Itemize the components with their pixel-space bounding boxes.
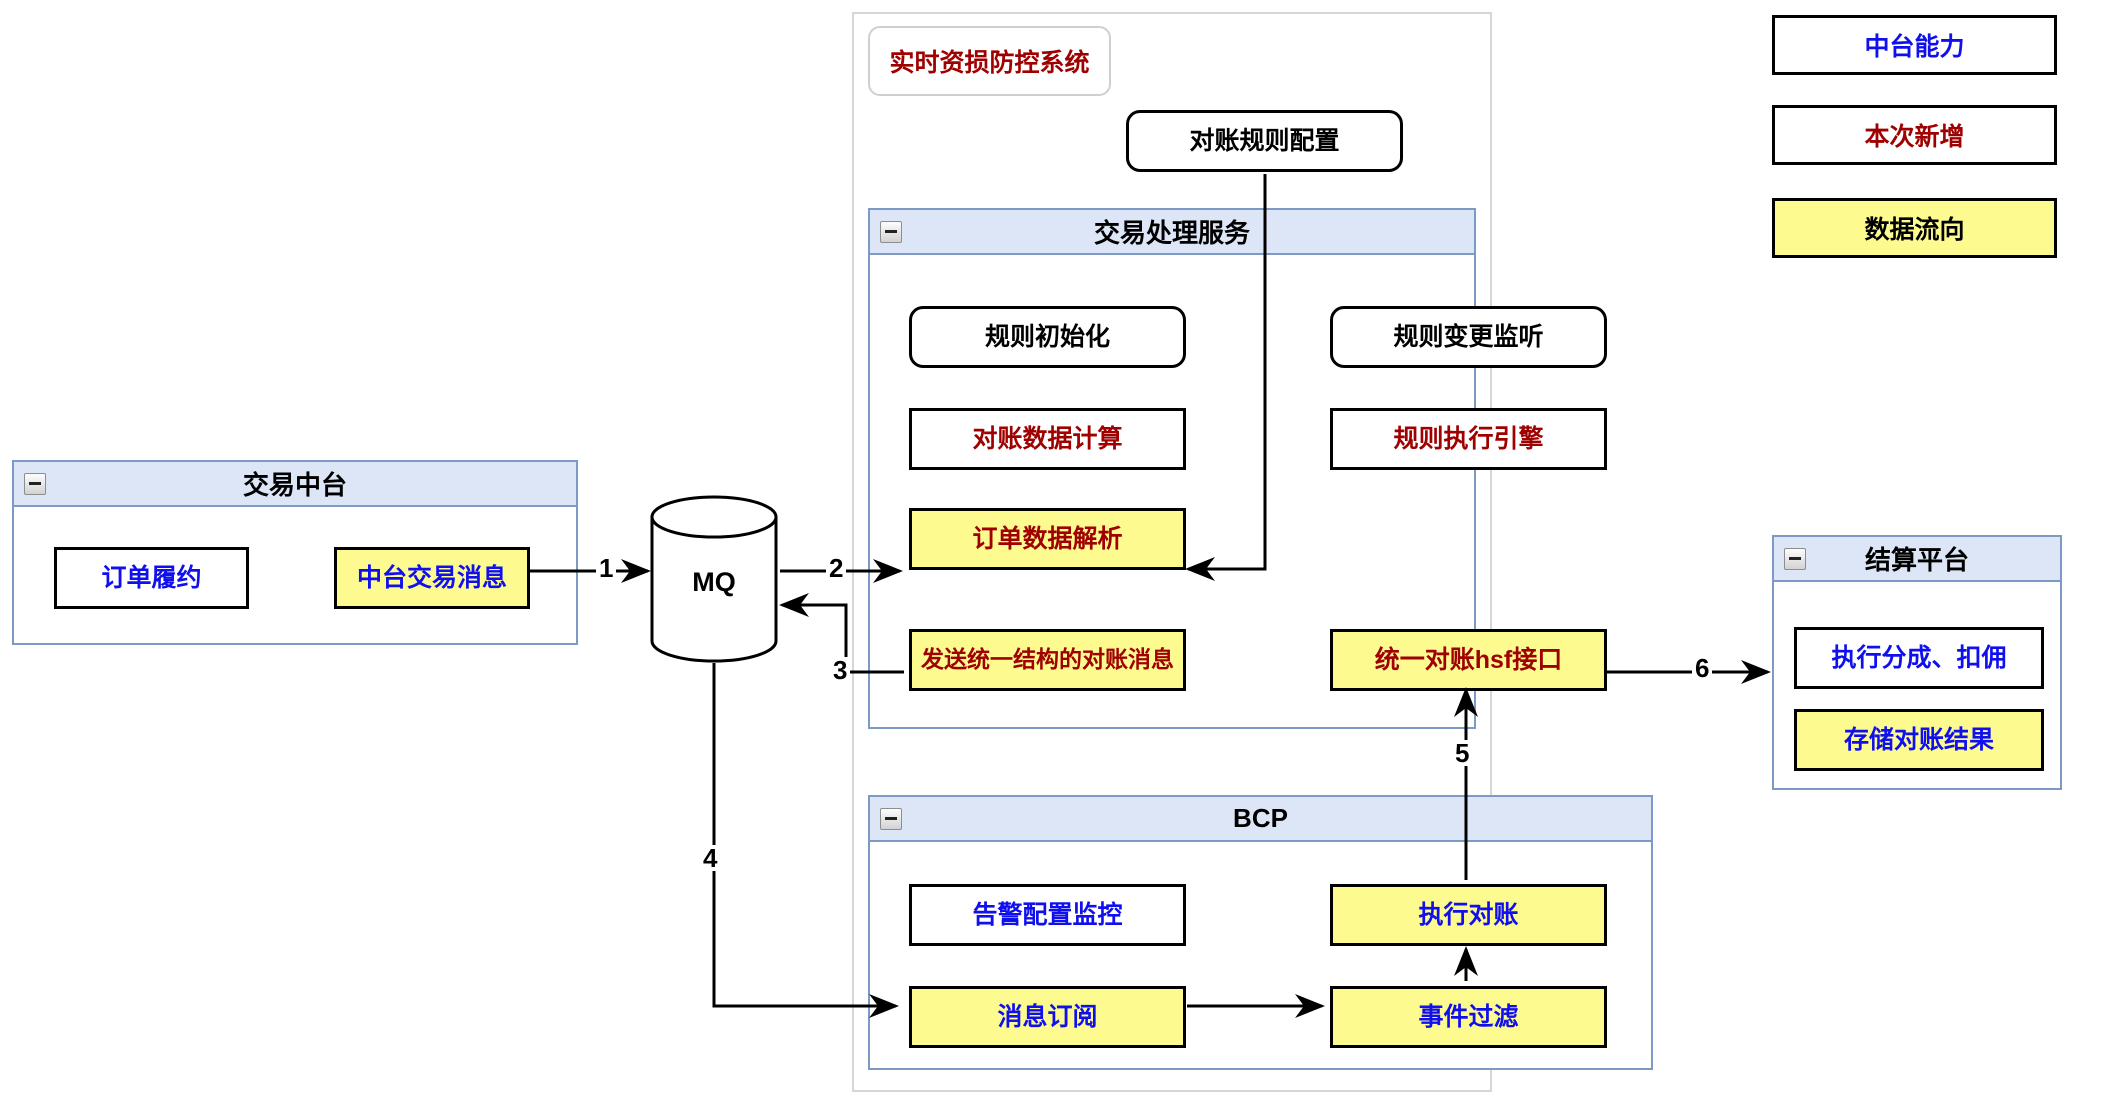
group-settlement-body: 执行分成、扣佣 存储对账结果 xyxy=(1774,582,2060,788)
legend-label-new: 本次新增 xyxy=(1864,123,1965,151)
group-trade-center-header: 交易中台 xyxy=(14,462,576,507)
node-order-data-parse-label: 订单数据解析 xyxy=(972,525,1123,553)
node-reconcile-rule-config[interactable]: 对账规则配置 xyxy=(1126,110,1403,172)
edge-label-4: 4 xyxy=(700,845,721,871)
collapse-icon[interactable] xyxy=(880,220,902,243)
mq-label: MQ xyxy=(692,567,736,597)
legend-item-new: 本次新增 xyxy=(1772,105,2057,165)
node-rule-init[interactable]: 规则初始化 xyxy=(909,306,1186,368)
legend-label-capability: 中台能力 xyxy=(1864,33,1965,61)
group-trade-service-header: 交易处理服务 xyxy=(870,210,1474,255)
node-store-reconcile-result[interactable]: 存储对账结果 xyxy=(1794,709,2044,771)
node-execute-share-commission[interactable]: 执行分成、扣佣 xyxy=(1794,627,2044,689)
node-execute-reconcile-label: 执行对账 xyxy=(1418,901,1519,929)
node-rule-engine[interactable]: 规则执行引擎 xyxy=(1330,408,1607,470)
group-settlement-header: 结算平台 xyxy=(1774,537,2060,582)
node-execute-share-commission-label: 执行分成、扣佣 xyxy=(1831,644,2007,672)
group-bcp-header: BCP xyxy=(870,797,1651,842)
node-order-fulfillment[interactable]: 订单履约 xyxy=(54,547,249,609)
node-unified-hsf-api-label: 统一对账hsf接口 xyxy=(1374,646,1563,674)
node-order-fulfillment-label: 订单履约 xyxy=(101,564,202,592)
node-reconcile-data-calc[interactable]: 对账数据计算 xyxy=(909,408,1186,470)
legend-label-dataflow: 数据流向 xyxy=(1864,216,1965,244)
group-trade-center: 交易中台 订单履约 中台交易消息 xyxy=(12,460,578,645)
group-bcp-body: 告警配置监控 执行对账 消息订阅 事件过滤 xyxy=(870,842,1651,1068)
node-rule-init-label: 规则初始化 xyxy=(984,323,1110,351)
node-execute-reconcile[interactable]: 执行对账 xyxy=(1330,884,1607,946)
collapse-icon[interactable] xyxy=(1784,547,1806,570)
collapse-icon[interactable] xyxy=(24,472,46,495)
group-bcp: BCP 告警配置监控 执行对账 消息订阅 事件过滤 xyxy=(868,795,1653,1070)
node-reconcile-data-calc-label: 对账数据计算 xyxy=(972,425,1123,453)
edge-label-6: 6 xyxy=(1692,655,1713,681)
group-trade-center-body: 订单履约 中台交易消息 xyxy=(14,507,576,643)
node-send-unified-message-label: 发送统一结构的对账消息 xyxy=(921,646,1174,673)
node-store-reconcile-result-label: 存储对账结果 xyxy=(1843,726,1994,754)
node-event-filter[interactable]: 事件过滤 xyxy=(1330,986,1607,1048)
edge-label-3: 3 xyxy=(830,657,851,683)
group-trade-service-title: 交易处理服务 xyxy=(1093,218,1250,248)
edge-label-1: 1 xyxy=(596,555,617,581)
group-bcp-title: BCP xyxy=(1233,803,1288,833)
edge-label-5: 5 xyxy=(1452,740,1473,766)
node-unified-hsf-api[interactable]: 统一对账hsf接口 xyxy=(1330,629,1607,691)
group-trade-service: 交易处理服务 规则初始化 规则变更监听 对账数据计算 规则执行引擎 订单数据解析… xyxy=(868,208,1607,729)
node-rule-change-listener[interactable]: 规则变更监听 xyxy=(1330,306,1607,368)
group-trade-service-body: 规则初始化 规则变更监听 对账数据计算 规则执行引擎 订单数据解析 发送统一结构… xyxy=(870,255,1607,727)
mq-cylinder-shape xyxy=(650,495,778,663)
system-frame-title-box: 实时资损防控系统 xyxy=(868,26,1111,96)
node-send-unified-message[interactable]: 发送统一结构的对账消息 xyxy=(909,629,1186,691)
node-center-trade-message[interactable]: 中台交易消息 xyxy=(334,547,530,609)
node-message-subscribe-label: 消息订阅 xyxy=(997,1003,1098,1031)
node-alert-config-monitor[interactable]: 告警配置监控 xyxy=(909,884,1186,946)
legend-item-dataflow: 数据流向 xyxy=(1772,198,2057,258)
system-frame-title: 实时资损防控系统 xyxy=(889,49,1090,77)
node-alert-config-monitor-label: 告警配置监控 xyxy=(972,901,1123,929)
node-event-filter-label: 事件过滤 xyxy=(1418,1003,1519,1031)
edge-label-2: 2 xyxy=(826,555,847,581)
node-reconcile-rule-config-label: 对账规则配置 xyxy=(1189,127,1340,155)
legend-item-capability: 中台能力 xyxy=(1772,15,2057,75)
collapse-icon[interactable] xyxy=(880,807,902,830)
group-trade-center-title: 交易中台 xyxy=(242,470,347,500)
node-message-subscribe[interactable]: 消息订阅 xyxy=(909,986,1186,1048)
node-rule-change-listener-label: 规则变更监听 xyxy=(1393,323,1544,351)
node-order-data-parse[interactable]: 订单数据解析 xyxy=(909,508,1186,570)
group-settlement: 结算平台 执行分成、扣佣 存储对账结果 xyxy=(1772,535,2062,790)
node-rule-engine-label: 规则执行引擎 xyxy=(1393,425,1544,453)
node-center-trade-message-label: 中台交易消息 xyxy=(356,564,507,592)
mq-cylinder[interactable]: MQ xyxy=(650,495,778,663)
group-settlement-title: 结算平台 xyxy=(1864,545,1969,575)
